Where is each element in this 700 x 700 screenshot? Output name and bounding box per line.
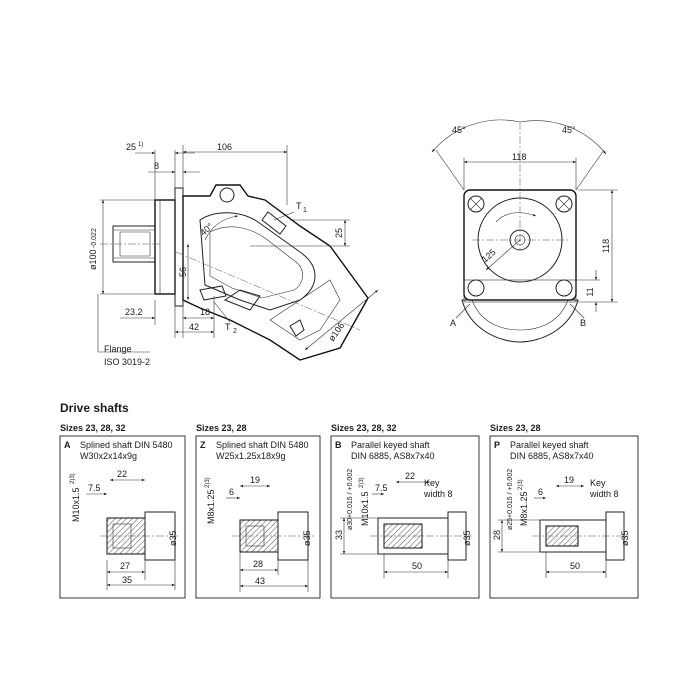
- panel-z-thread-sup: 2)3): [205, 477, 211, 488]
- port-t1-sub: 1: [303, 207, 307, 214]
- panel-b-tolerance: ø30+0.015 / +0.002: [347, 469, 354, 530]
- panel-b-desc2: DIN 6885, AS8x7x40: [351, 451, 435, 461]
- angle-45-right: 45°: [562, 125, 576, 135]
- dim-18: 18: [200, 307, 210, 317]
- panel-p-dim-28: 28: [492, 530, 502, 540]
- shaft-panel-p: Sizes 23, 28 P Parallel keyed shaft DIN …: [489, 423, 639, 599]
- dim-56: 56: [178, 267, 188, 277]
- panel-p-key-width: width 8: [589, 489, 619, 499]
- panel-a-dim-7-5: 7.5: [88, 483, 101, 493]
- dim-dia-100: ø100: [88, 249, 98, 270]
- panel-a-sizes: Sizes 23, 28, 32: [60, 423, 126, 433]
- panel-a-thread-sup: 2)3): [70, 473, 76, 484]
- panel-b-dim-22: 22: [405, 471, 415, 481]
- panel-b-sizes: Sizes 23, 28, 32: [331, 423, 397, 433]
- port-b-label: B: [580, 318, 586, 328]
- panel-a-letter: A: [64, 440, 71, 450]
- side-dimensions: 25 1) 106 8 T 1 40° 25 56: [88, 142, 379, 367]
- panel-p-dia: ø35: [620, 530, 630, 546]
- shaft-panel-a: Sizes 23, 28, 32 A Splined shaft DIN 548…: [59, 423, 186, 599]
- panel-b-letter: B: [335, 440, 342, 450]
- shaft-stub: [100, 225, 160, 263]
- dim-106: 106: [217, 142, 232, 152]
- panel-p-key: Key: [590, 478, 606, 488]
- dim-dia-100-tol: -0.022: [91, 228, 98, 248]
- panel-p-dim-6: 6: [538, 487, 543, 497]
- drive-shafts-title: Drive shafts: [60, 401, 129, 415]
- dim-11: 11: [585, 287, 595, 296]
- panel-z-dim-19: 19: [250, 475, 260, 485]
- panel-z-dim-28: 28: [253, 559, 263, 569]
- panel-p-desc1: Parallel keyed shaft: [510, 440, 589, 450]
- dim-25-right: 25: [334, 228, 344, 238]
- panel-a-dim-22: 22: [117, 469, 127, 479]
- angle-45-left: 45°: [452, 125, 466, 135]
- panel-z-dim-43: 43: [255, 576, 265, 586]
- dim-23-2: 23.2: [125, 307, 143, 317]
- panel-b-dim-7-5: 7.5: [375, 483, 388, 493]
- port-t2-label: T: [225, 322, 231, 332]
- panel-p-letter: P: [494, 440, 500, 450]
- panel-z-dim-6: 6: [229, 487, 234, 497]
- panel-z-dia: ø35: [302, 530, 312, 546]
- panel-b-thread: M10x1.5: [360, 491, 370, 526]
- port-a-label: A: [450, 318, 456, 328]
- panel-p-dim-50: 50: [570, 561, 580, 571]
- dim-25-sup: 1): [138, 142, 143, 148]
- panel-p-thread: M8x1.25: [519, 491, 529, 526]
- side-view: 25 1) 106 8 T 1 40° 25 56: [88, 142, 379, 367]
- iso-label: ISO 3019-2: [104, 357, 150, 367]
- panel-b-dim-50: 50: [412, 561, 422, 571]
- panel-p-sizes: Sizes 23, 28: [490, 423, 541, 433]
- dim-8: 8: [154, 161, 159, 171]
- shaft-panel-b: Sizes 23, 28, 32 B Parallel keyed shaft …: [330, 423, 480, 599]
- panel-b-desc1: Parallel keyed shaft: [351, 440, 430, 450]
- panel-a-dim-35: 35: [122, 575, 132, 585]
- panel-z-thread: M8x1.25: [206, 489, 216, 524]
- pump-body: [175, 184, 369, 361]
- panel-z-letter: Z: [200, 440, 206, 450]
- dim-118-h: 118: [512, 152, 526, 162]
- panel-p-dim-19: 19: [564, 475, 574, 485]
- panel-b-dia: ø35: [462, 530, 472, 546]
- panel-a-thread: M10x1.5: [71, 487, 81, 522]
- dim-42: 42: [189, 322, 199, 332]
- shaft-panel-z: Sizes 23, 28 Z Splined shaft DIN 5480 W2…: [195, 423, 321, 599]
- port-t1-label: T: [296, 201, 302, 211]
- panel-p-desc2: DIN 6885, AS8x7x40: [510, 451, 594, 461]
- panel-b-key-width: width 8: [423, 489, 453, 499]
- port-t2-sub: 2: [233, 328, 237, 335]
- dim-dia-106: ø106: [326, 321, 346, 344]
- panel-a-desc1: Splined shaft DIN 5480: [80, 440, 173, 450]
- panel-a-dim-27: 27: [120, 561, 130, 571]
- panel-p-thread-sup: 2)3): [518, 479, 524, 490]
- panel-z-desc1: Splined shaft DIN 5480: [216, 440, 309, 450]
- flange: [154, 187, 184, 307]
- panel-z-desc2: W25x1.25x18x9g: [216, 451, 286, 461]
- panel-p-tolerance: ø25+0.015 / +0.002: [507, 469, 514, 530]
- panel-a-desc2: W30x2x14x9g: [80, 451, 137, 461]
- dim-118-v: 118: [601, 239, 611, 253]
- panel-b-thread-sup: 2)3): [359, 477, 365, 488]
- flange-label: Flange: [104, 344, 132, 354]
- panel-b-dim-33: 33: [334, 530, 344, 540]
- panel-z-sizes: Sizes 23, 28: [196, 423, 247, 433]
- end-view: 45° 45° 118 125 A B 118: [431, 119, 618, 343]
- panel-b-key: Key: [424, 478, 440, 488]
- panel-a-dia: ø35: [168, 530, 178, 546]
- dim-25: 25: [126, 142, 136, 152]
